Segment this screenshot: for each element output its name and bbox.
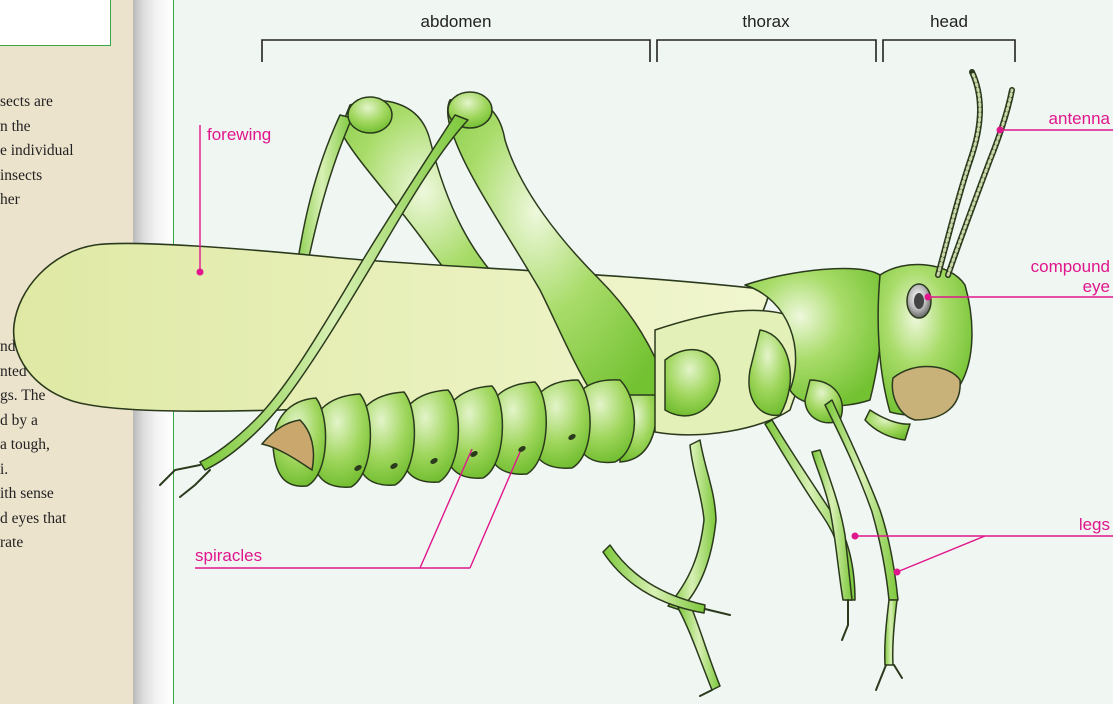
tarsi	[160, 465, 902, 696]
compound-eye-label-line2: eye	[1083, 277, 1110, 296]
thorax-bracket	[657, 40, 876, 62]
compound-eye-pupil	[914, 293, 924, 309]
compound-eye-label-line1: compound	[1031, 257, 1110, 276]
legs-label: legs	[1079, 515, 1110, 534]
forewing-label: forewing	[207, 125, 271, 144]
abdomen-label: abdomen	[421, 12, 492, 31]
thorax-label: thorax	[742, 12, 790, 31]
head-label: head	[930, 12, 968, 31]
abdomen-bracket	[262, 40, 650, 62]
antennae	[938, 72, 1012, 275]
head-bracket	[883, 40, 1015, 62]
antenna-label: antenna	[1049, 109, 1111, 128]
spiracles-label: spiracles	[195, 546, 262, 565]
